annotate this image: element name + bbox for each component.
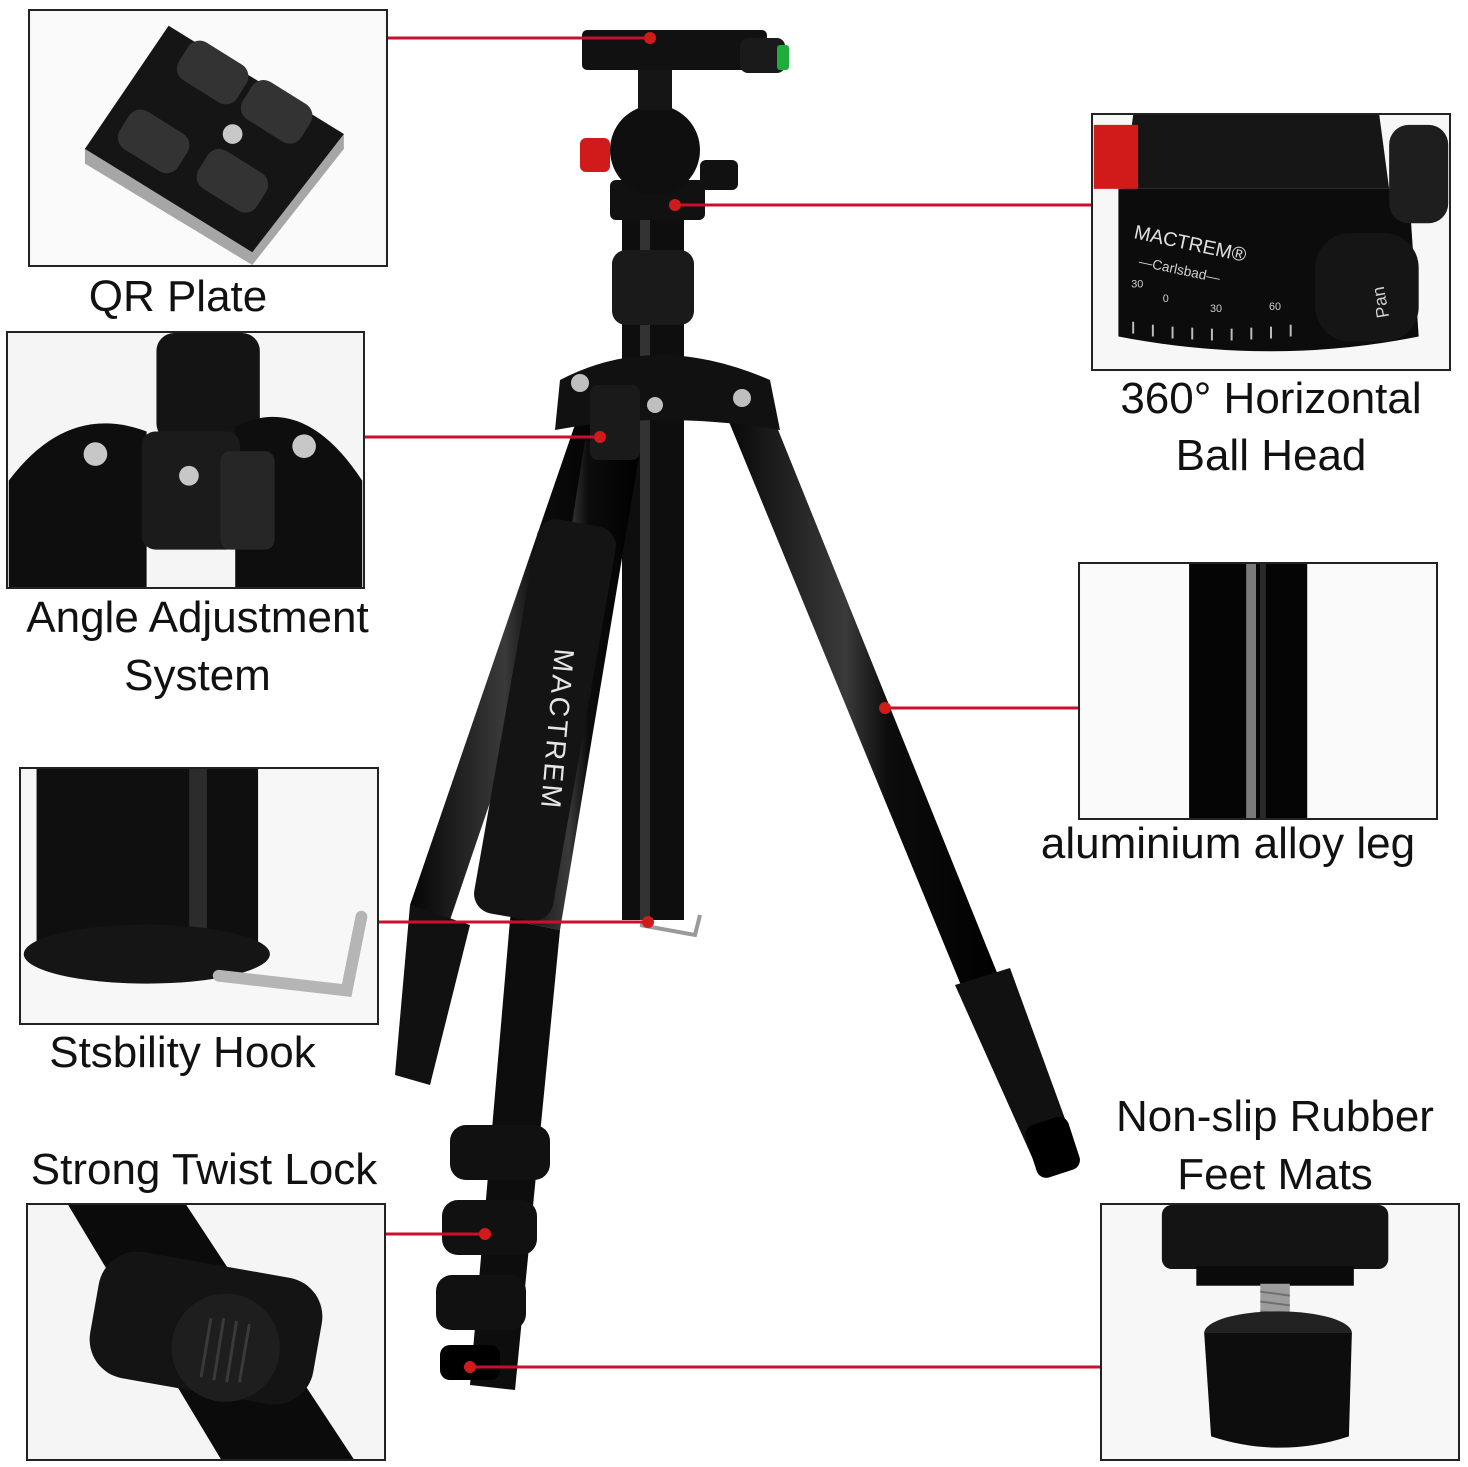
twist-lock-detail [26,1203,386,1461]
stability-hook-label: Stsbility Hook [49,1028,316,1077]
rubber-feet-label-line1: Non-slip Rubber [1116,1092,1434,1141]
rubber-feet-image [1102,1205,1458,1459]
angle-adjustment-label-line2: System [124,651,271,700]
stability-hook-detail [19,767,379,1025]
head-scale-ticks [1132,321,1292,341]
qr-plate-label: QR Plate [88,272,268,321]
head-scale-4: 60 [1269,301,1281,313]
leader-lines [365,36,1101,1369]
right-leg [720,385,1080,1178]
bubble-level [777,45,789,70]
head-scale-2: 0 [1163,293,1169,305]
alloy-leg-label: aluminium alloy leg [1040,819,1416,868]
rubber-feet-label-line2: Feet Mats [1177,1150,1373,1199]
alloy-leg-detail [1078,562,1438,820]
ball-head-detail: MACTREM® —Carlsbad— 30 0 30 60 Pan [1091,113,1451,371]
plate-screw [222,124,243,144]
angle-adjustment-label-line1: Angle Adjustment [26,593,369,642]
qr-plate-detail [28,9,388,267]
twist-lock-label: Strong Twist Lock [30,1145,378,1194]
hook-wire [212,910,368,998]
head-scale-3: 30 [1210,303,1222,315]
lock-grip-lines [199,1317,251,1383]
ball-head [580,30,789,220]
angle-adjustment-detail [6,331,365,589]
center-column [612,200,702,938]
stability-hook-small [639,914,702,938]
alloy-leg-image [1080,564,1436,818]
ball-head-label-line2: Ball Head [1175,431,1367,480]
twist-lock-image [28,1205,384,1459]
leader-dots [464,32,891,1373]
ball-head-label-line1: 360° Horizontal [1120,374,1422,423]
stability-hook-image [21,769,377,1023]
head-scale-1: 30 [1131,278,1143,290]
qr-plate-image [30,11,386,265]
angle-adjustment-image [8,333,363,587]
ball-head-image: MACTREM® —Carlsbad— 30 0 30 60 Pan [1093,115,1449,369]
rubber-feet-detail [1100,1203,1460,1461]
red-lock-knob [580,138,610,172]
front-leg: MACTREM [436,440,640,1390]
